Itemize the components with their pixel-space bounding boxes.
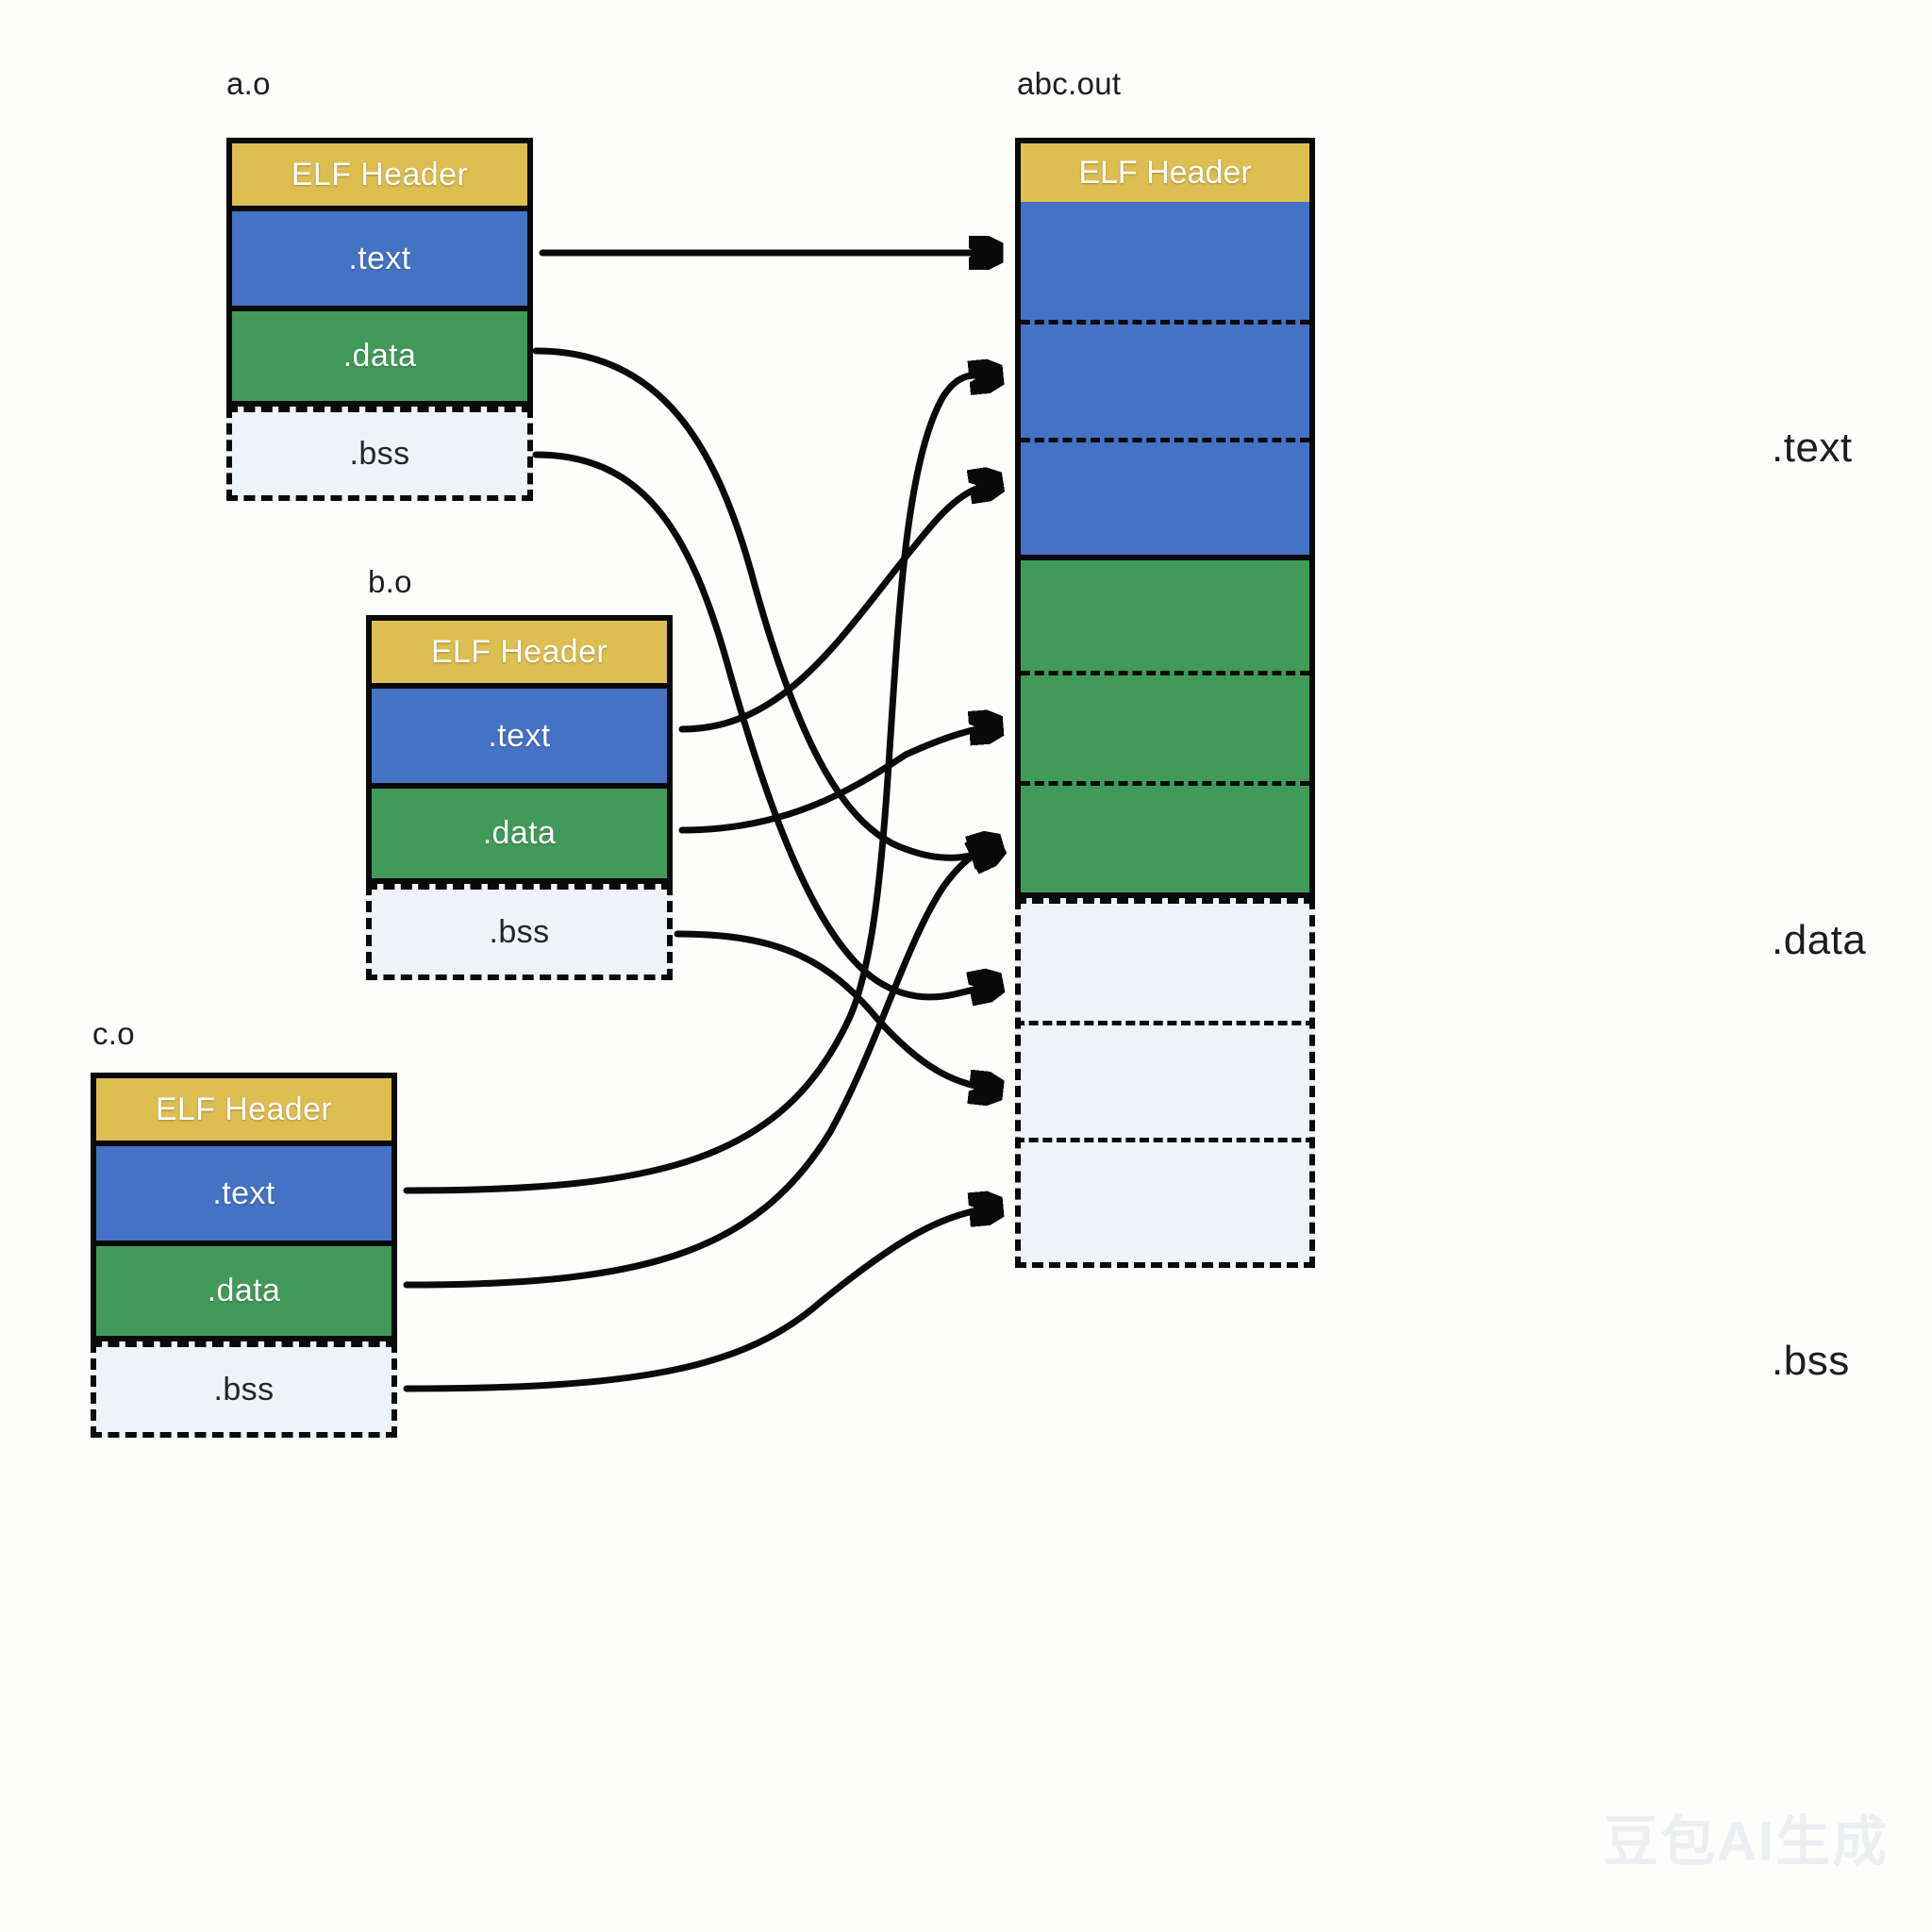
arrow-b-data	[678, 726, 996, 834]
output-file-title: abc.out	[1017, 66, 1122, 101]
b-data-segment: .data	[372, 789, 667, 878]
data-subdivider-1	[1021, 671, 1309, 675]
b-elf-header-segment: ELF Header	[372, 621, 667, 683]
out-elf-header-segment: ELF Header	[1021, 143, 1309, 202]
b-bss-segment: .bss	[366, 884, 673, 980]
divider	[96, 1241, 391, 1246]
b-text-segment: .text	[372, 689, 667, 783]
out-data-section	[1021, 560, 1309, 892]
c-data-segment: .data	[96, 1246, 391, 1336]
object-file-title-a: a.o	[226, 66, 271, 101]
arrow-b-bss	[674, 930, 996, 1090]
a-elf-header-segment: ELF Header	[232, 143, 527, 206]
a-bss-segment: .bss	[226, 407, 533, 501]
object-file-title-b: b.o	[368, 564, 412, 599]
c-bss-segment: .bss	[91, 1341, 397, 1438]
out-text-section	[1021, 202, 1309, 555]
a-data-segment: .data	[232, 311, 527, 401]
arrow-b-text	[678, 483, 996, 733]
object-file-title-c: c.o	[92, 1016, 135, 1051]
text-subdivider-2	[1021, 438, 1309, 442]
divider	[232, 306, 527, 311]
object-file-a-solid-box: ELF Header .text .data	[226, 138, 533, 407]
output-side-label-data: .data	[1772, 917, 1867, 963]
data-subdivider-2	[1021, 781, 1309, 786]
output-solid-box: ELF Header	[1015, 138, 1315, 898]
bss-subdivider-2	[1015, 1138, 1315, 1142]
divider	[1021, 555, 1309, 560]
a-text-segment: .text	[232, 211, 527, 306]
output-side-label-bss: .bss	[1772, 1338, 1850, 1384]
text-subdivider-1	[1021, 320, 1309, 325]
object-file-c-solid-box: ELF Header .text .data	[91, 1073, 397, 1341]
arrow-c-bss	[403, 1208, 996, 1392]
watermark: 豆包AI生成	[1604, 1811, 1890, 1873]
c-text-segment: .text	[96, 1146, 391, 1241]
object-file-b-solid-box: ELF Header .text .data	[366, 615, 673, 884]
c-elf-header-segment: ELF Header	[96, 1078, 391, 1141]
bss-subdivider-1	[1015, 1021, 1315, 1025]
output-side-label-text: .text	[1772, 425, 1853, 471]
divider	[96, 1141, 391, 1146]
divider	[232, 206, 527, 211]
out-bss-section	[1015, 898, 1315, 1268]
